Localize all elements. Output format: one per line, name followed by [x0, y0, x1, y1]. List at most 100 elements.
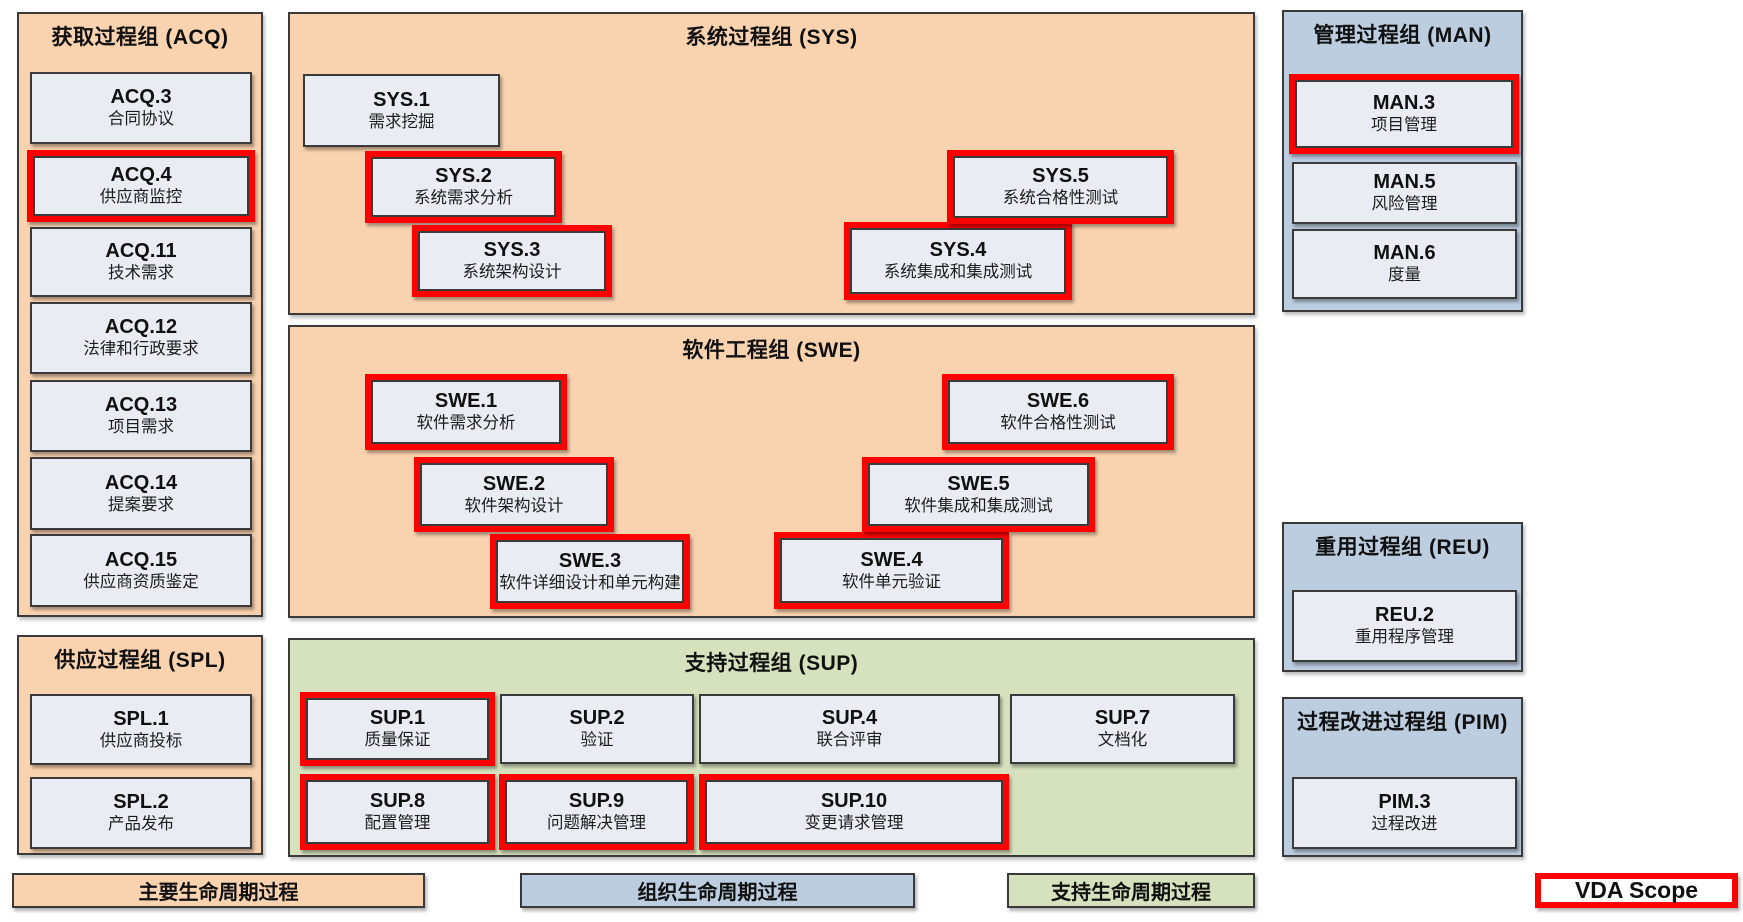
process-code: ACQ.3 — [110, 86, 172, 109]
process-name: 合同协议 — [108, 110, 174, 129]
process-sup1-vda: SUP.1 质量保证 — [300, 692, 495, 766]
process-code: MAN.5 — [1373, 171, 1436, 194]
legend-supporting-lifecycle: 支持生命周期过程 — [1007, 873, 1255, 908]
process-code: SUP.1 — [369, 707, 426, 730]
process-name: 供应商资质鉴定 — [83, 572, 199, 591]
process-man5: MAN.5 风险管理 — [1292, 162, 1517, 224]
process-name: 软件需求分析 — [416, 414, 516, 433]
process-sys3-vda: SYS.3 系统架构设计 — [412, 225, 612, 297]
process-sys2-vda: SYS.2 系统需求分析 — [365, 151, 562, 223]
process-name: 配置管理 — [364, 814, 431, 833]
process-man6: MAN.6 度量 — [1292, 229, 1517, 299]
process-reu2: REU.2 重用程序管理 — [1292, 590, 1517, 662]
process-sys5-vda: SYS.5 系统合格性测试 — [947, 150, 1174, 224]
process-name: 软件合格性测试 — [1000, 414, 1116, 433]
process-sup10-vda: SUP.10 变更请求管理 — [699, 774, 1009, 850]
process-man3-vda: MAN.3 项目管理 — [1289, 74, 1519, 154]
process-name: 产品发布 — [108, 815, 174, 834]
process-name: 验证 — [580, 731, 614, 750]
process-name: 软件架构设计 — [464, 496, 564, 515]
group-swe: 软件工程组 (SWE) SWE.1 软件需求分析 SWE.2 软件架构设计 SW… — [288, 325, 1255, 618]
process-swe3-vda: SWE.3 软件详细设计和单元构建 — [490, 534, 690, 609]
group-title-sup: 支持过程组 (SUP) — [684, 652, 859, 675]
process-code: SUP.8 — [369, 790, 426, 813]
process-name: 软件单元验证 — [842, 572, 941, 591]
process-name: 变更请求管理 — [804, 814, 904, 833]
process-swe6-vda: SWE.6 软件合格性测试 — [942, 374, 1174, 450]
process-code: ACQ.12 — [104, 316, 178, 339]
process-code: SUP.10 — [820, 790, 888, 813]
process-name: 供应商投标 — [99, 731, 183, 750]
legend-organizational-lifecycle: 组织生命周期过程 — [520, 873, 915, 908]
process-name: 质量保证 — [364, 731, 431, 750]
group-title-man: 管理过程组 (MAN) — [1313, 24, 1492, 47]
process-code: SUP.9 — [568, 790, 625, 813]
process-name: 软件集成和集成测试 — [904, 496, 1053, 515]
group-reu: 重用过程组 (REU) REU.2 重用程序管理 — [1282, 522, 1523, 672]
process-acq13: ACQ.13 项目需求 — [30, 380, 252, 452]
process-acq4-vda: ACQ.4 供应商监控 — [27, 150, 255, 222]
process-code: SYS.5 — [1032, 165, 1089, 188]
process-code: MAN.3 — [1372, 92, 1436, 115]
process-name: 技术需求 — [108, 264, 174, 283]
process-code: REU.2 — [1375, 604, 1434, 627]
process-code: SUP.4 — [821, 707, 878, 730]
process-name: 过程改进 — [1371, 815, 1438, 834]
process-swe5-vda: SWE.5 软件集成和集成测试 — [862, 457, 1095, 532]
process-code: SUP.2 — [569, 707, 625, 730]
process-swe4-vda: SWE.4 软件单元验证 — [774, 532, 1009, 609]
process-name: 联合评审 — [816, 731, 883, 750]
group-spl: 供应过程组 (SPL) SPL.1 供应商投标 SPL.2 产品发布 — [17, 635, 263, 855]
process-name: 文档化 — [1097, 731, 1148, 750]
process-code: PIM.3 — [1378, 791, 1431, 814]
process-code: SWE.5 — [947, 472, 1010, 495]
process-code: SWE.3 — [558, 549, 622, 572]
process-code: ACQ.4 — [110, 164, 172, 187]
process-code: SWE.6 — [1026, 390, 1090, 413]
process-acq11: ACQ.11 技术需求 — [30, 227, 252, 297]
process-name: 项目需求 — [108, 418, 174, 437]
process-spl1: SPL.1 供应商投标 — [30, 694, 252, 765]
group-acq: 获取过程组 (ACQ) ACQ.3 合同协议 ACQ.4 供应商监控 ACQ.1… — [17, 12, 263, 617]
process-pim3: PIM.3 过程改进 — [1292, 777, 1517, 849]
legend-primary-lifecycle: 主要生命周期过程 — [12, 873, 425, 908]
process-code: MAN.6 — [1373, 242, 1436, 265]
group-pim: 过程改进过程组 (PIM) PIM.3 过程改进 — [1282, 697, 1523, 857]
group-sys: 系统过程组 (SYS) SYS.1 需求挖掘 SYS.2 系统需求分析 SYS.… — [288, 12, 1255, 315]
process-sup9-vda: SUP.9 问题解决管理 — [499, 774, 694, 850]
process-name: 法律和行政要求 — [83, 340, 199, 359]
process-name: 风险管理 — [1371, 195, 1438, 214]
process-name: 供应商监控 — [99, 188, 183, 207]
process-sup2: SUP.2 验证 — [500, 694, 694, 764]
process-name: 系统集成和集成测试 — [883, 263, 1033, 282]
group-sup: 支持过程组 (SUP) SUP.1 质量保证 SUP.2 验证 SUP.4 联合… — [288, 638, 1255, 857]
process-name: 重用程序管理 — [1355, 628, 1454, 647]
process-name: 问题解决管理 — [547, 814, 646, 833]
process-code: SYS.4 — [929, 239, 987, 262]
legend-vda-scope: VDA Scope — [1535, 873, 1738, 908]
group-title-sys: 系统过程组 (SYS) — [685, 26, 858, 49]
process-code: SWE.4 — [860, 548, 923, 571]
process-code: ACQ.15 — [104, 548, 178, 571]
process-code: ACQ.14 — [104, 471, 178, 494]
group-title-spl: 供应过程组 (SPL) — [54, 649, 226, 672]
process-acq3: ACQ.3 合同协议 — [30, 72, 252, 144]
process-code: SYS.1 — [373, 88, 430, 111]
process-code: ACQ.11 — [105, 240, 177, 263]
process-sup8-vda: SUP.8 配置管理 — [300, 774, 495, 850]
process-sup4: SUP.4 联合评审 — [699, 694, 1000, 764]
process-name: 软件详细设计和单元构建 — [499, 573, 681, 592]
group-title-pim: 过程改进过程组 (PIM) — [1297, 711, 1508, 734]
process-code: ACQ.13 — [104, 394, 178, 417]
process-acq12: ACQ.12 法律和行政要求 — [30, 302, 252, 374]
process-code: SYS.2 — [435, 165, 492, 188]
process-spl2: SPL.2 产品发布 — [30, 777, 252, 849]
process-sup7: SUP.7 文档化 — [1010, 694, 1235, 764]
process-name: 度量 — [1388, 266, 1421, 285]
group-title-reu: 重用过程组 (REU) — [1315, 536, 1490, 559]
group-title-acq: 获取过程组 (ACQ) — [51, 26, 229, 49]
process-code: SPL.1 — [113, 707, 169, 730]
process-acq14: ACQ.14 提案要求 — [30, 457, 252, 530]
process-name: 提案要求 — [108, 495, 174, 514]
process-name: 项目管理 — [1371, 116, 1437, 135]
